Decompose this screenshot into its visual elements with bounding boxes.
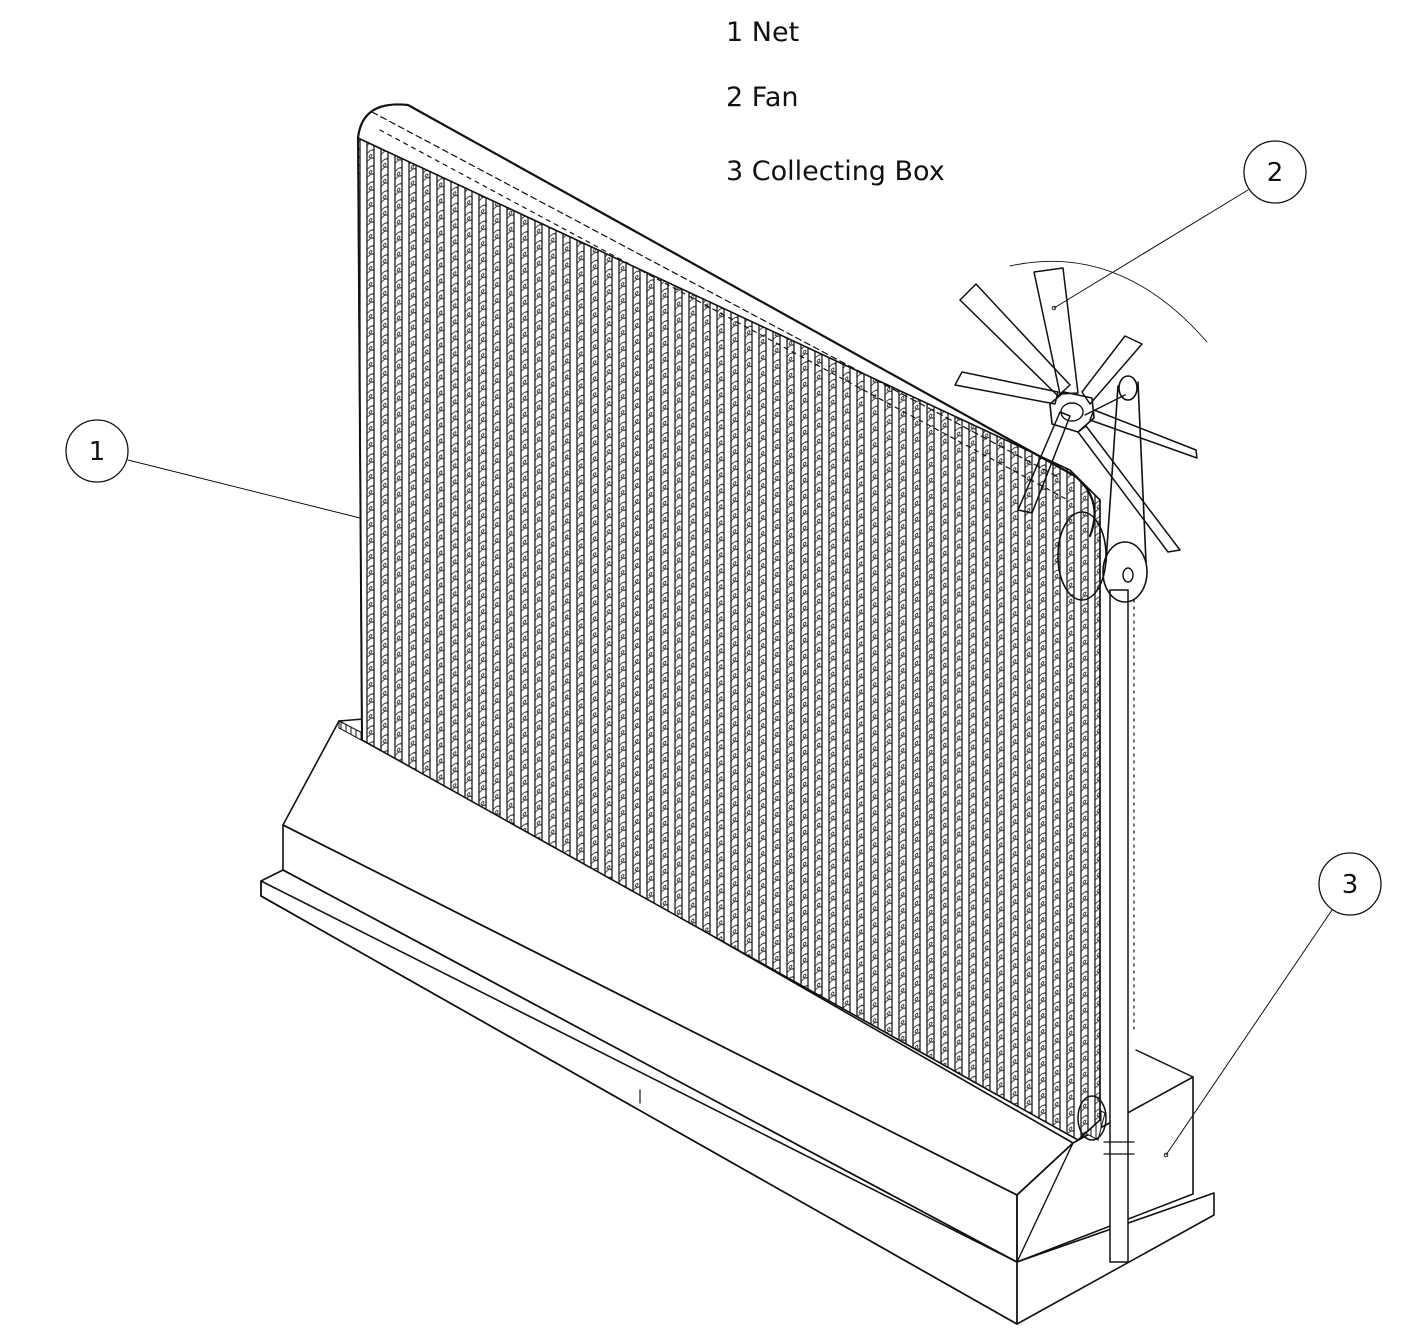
net: [356, 103, 1135, 1141]
legend-item-fan: 2 Fan: [726, 82, 799, 113]
callout-1-number: 1: [89, 437, 106, 467]
callout-2: 2: [1051, 140, 1307, 311]
support-post: [1103, 589, 1135, 1263]
callout-1: 1: [65, 419, 361, 519]
legend-item-net: 1 Net: [726, 17, 799, 48]
fan: [954, 260, 1208, 603]
callout-3: 3: [1163, 852, 1382, 1158]
legend: 1 Net 2 Fan 3 Collecting Box: [726, 17, 945, 187]
callout-3-number: 3: [1342, 870, 1359, 900]
callout-2-number: 2: [1267, 158, 1284, 188]
legend-item-collecting-box: 3 Collecting Box: [726, 156, 945, 187]
